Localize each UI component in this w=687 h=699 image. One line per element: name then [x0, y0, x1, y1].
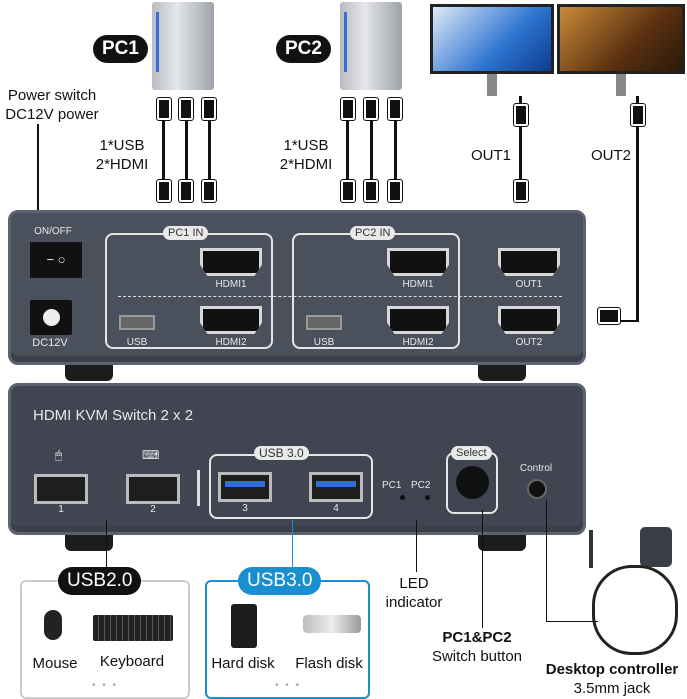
- select-tag: Select: [451, 446, 492, 460]
- led-pc2: [425, 495, 430, 500]
- port-label: 2: [150, 504, 156, 515]
- pc2-in-tag: PC2 IN: [350, 226, 396, 240]
- mouse-label: Mouse: [32, 655, 78, 672]
- port-label: 3: [242, 503, 248, 514]
- usb2-title: USB2.0: [58, 567, 142, 595]
- monitor-2: [557, 4, 685, 74]
- keyboard-label: Keyboard: [99, 653, 165, 670]
- port-label: HDMI2: [215, 337, 247, 348]
- out2-port: [498, 306, 560, 334]
- usb-port-2: [126, 474, 180, 504]
- pc1-hdmi2-port: [200, 306, 262, 334]
- monitor-1: [430, 4, 554, 74]
- desktop-controller: [640, 527, 672, 567]
- pc1-hdmi1-port: [200, 248, 262, 276]
- switch-title: PC1&PC2: [442, 629, 512, 646]
- monitor-stand: [487, 74, 497, 96]
- audio-plug: [589, 530, 593, 568]
- out1-label: OUT1: [470, 147, 511, 164]
- on-off-label: ON/OFF: [34, 226, 72, 237]
- port-label: 1: [58, 504, 64, 515]
- pc1-usb-port: [119, 315, 155, 330]
- out2-label: OUT2: [590, 147, 631, 164]
- controller-title: Desktop controller: [545, 661, 679, 678]
- hard-disk-label: Hard disk: [211, 655, 275, 672]
- led-pc2-label: PC2: [411, 480, 431, 491]
- port-label: HDMI1: [215, 279, 247, 290]
- keyboard-icon: ⌨: [142, 448, 160, 462]
- monitor-stand: [616, 74, 626, 96]
- usb-port-4: [309, 472, 363, 502]
- out1-port: [498, 248, 560, 276]
- controller-cable: [592, 565, 678, 655]
- select-button[interactable]: [456, 466, 489, 499]
- flash-disk-image: [303, 615, 361, 633]
- switch-subtitle: Switch button: [431, 648, 523, 665]
- more-dots: • • •: [275, 680, 302, 691]
- pc2-hdmi1-port: [387, 248, 449, 276]
- usb-port-1: [34, 474, 88, 504]
- control-jack: [527, 479, 547, 499]
- led-pc1: [400, 495, 405, 500]
- port-label: OUT2: [515, 337, 543, 348]
- led-pc1-label: PC1: [382, 480, 402, 491]
- more-dots: • • •: [92, 680, 119, 691]
- mouse-icon: 🖱: [55, 448, 63, 462]
- pc1-tower: [152, 2, 214, 90]
- port-label: HDMI1: [402, 279, 434, 290]
- port-label: USB: [313, 337, 335, 348]
- port-label: USB: [126, 337, 148, 348]
- pc1-in-tag: PC1 IN: [163, 226, 209, 240]
- port-label: OUT1: [515, 279, 543, 290]
- usb-port-3: [218, 472, 272, 502]
- hard-disk-image: [231, 604, 257, 648]
- pc2-tower: [340, 2, 402, 90]
- mouse-image: [44, 610, 62, 640]
- dc-label: DC12V: [32, 337, 68, 349]
- pc2-label: PC2: [276, 35, 331, 63]
- usb3-tag: USB 3.0: [254, 446, 309, 460]
- pc2-usb-port: [306, 315, 342, 330]
- controller-subtitle: 3.5mm jack: [573, 680, 651, 697]
- port-label: 4: [333, 503, 339, 514]
- device-title: HDMI KVM Switch 2 x 2: [33, 407, 194, 424]
- control-label: Control: [519, 463, 553, 474]
- pc1-label: PC1: [93, 35, 148, 63]
- port-label: HDMI2: [402, 337, 434, 348]
- dc-jack: [30, 300, 72, 335]
- flash-disk-label: Flash disk: [295, 655, 363, 672]
- usb3-title: USB3.0: [238, 567, 322, 595]
- pc2-hdmi2-port: [387, 306, 449, 334]
- power-switch[interactable]: − ○: [30, 242, 82, 278]
- keyboard-image: [93, 615, 173, 641]
